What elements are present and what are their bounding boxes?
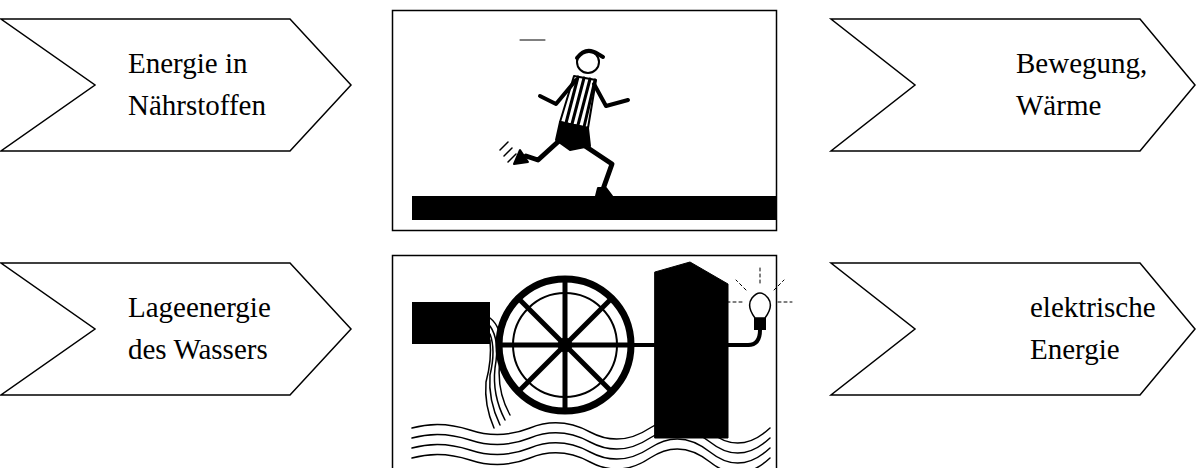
runner-illustration: [412, 40, 776, 220]
chevron-arrow: elektrische Energie: [830, 262, 1196, 396]
node-label: Bewegung, Wärme: [1016, 42, 1184, 126]
chevron-arrow: Lageenergie des Wassers: [0, 262, 352, 396]
chevron-arrow: Energie in Nährstoffen: [0, 18, 352, 152]
picture-frame: [393, 11, 777, 231]
waterwheel-illustration: [412, 262, 792, 468]
node-label: elektrische Energie: [1030, 286, 1197, 370]
chevron-outline: [830, 262, 1196, 396]
picture-frame: [393, 256, 777, 468]
chevron-outline: [0, 262, 352, 396]
node-label: Lageenergie des Wassers: [128, 286, 296, 370]
chevron-outline: [830, 18, 1196, 152]
node-label: Energie in Nährstoffen: [128, 42, 296, 126]
chevron-arrow: Bewegung, Wärme: [830, 18, 1196, 152]
chevron-outline: [0, 18, 352, 152]
